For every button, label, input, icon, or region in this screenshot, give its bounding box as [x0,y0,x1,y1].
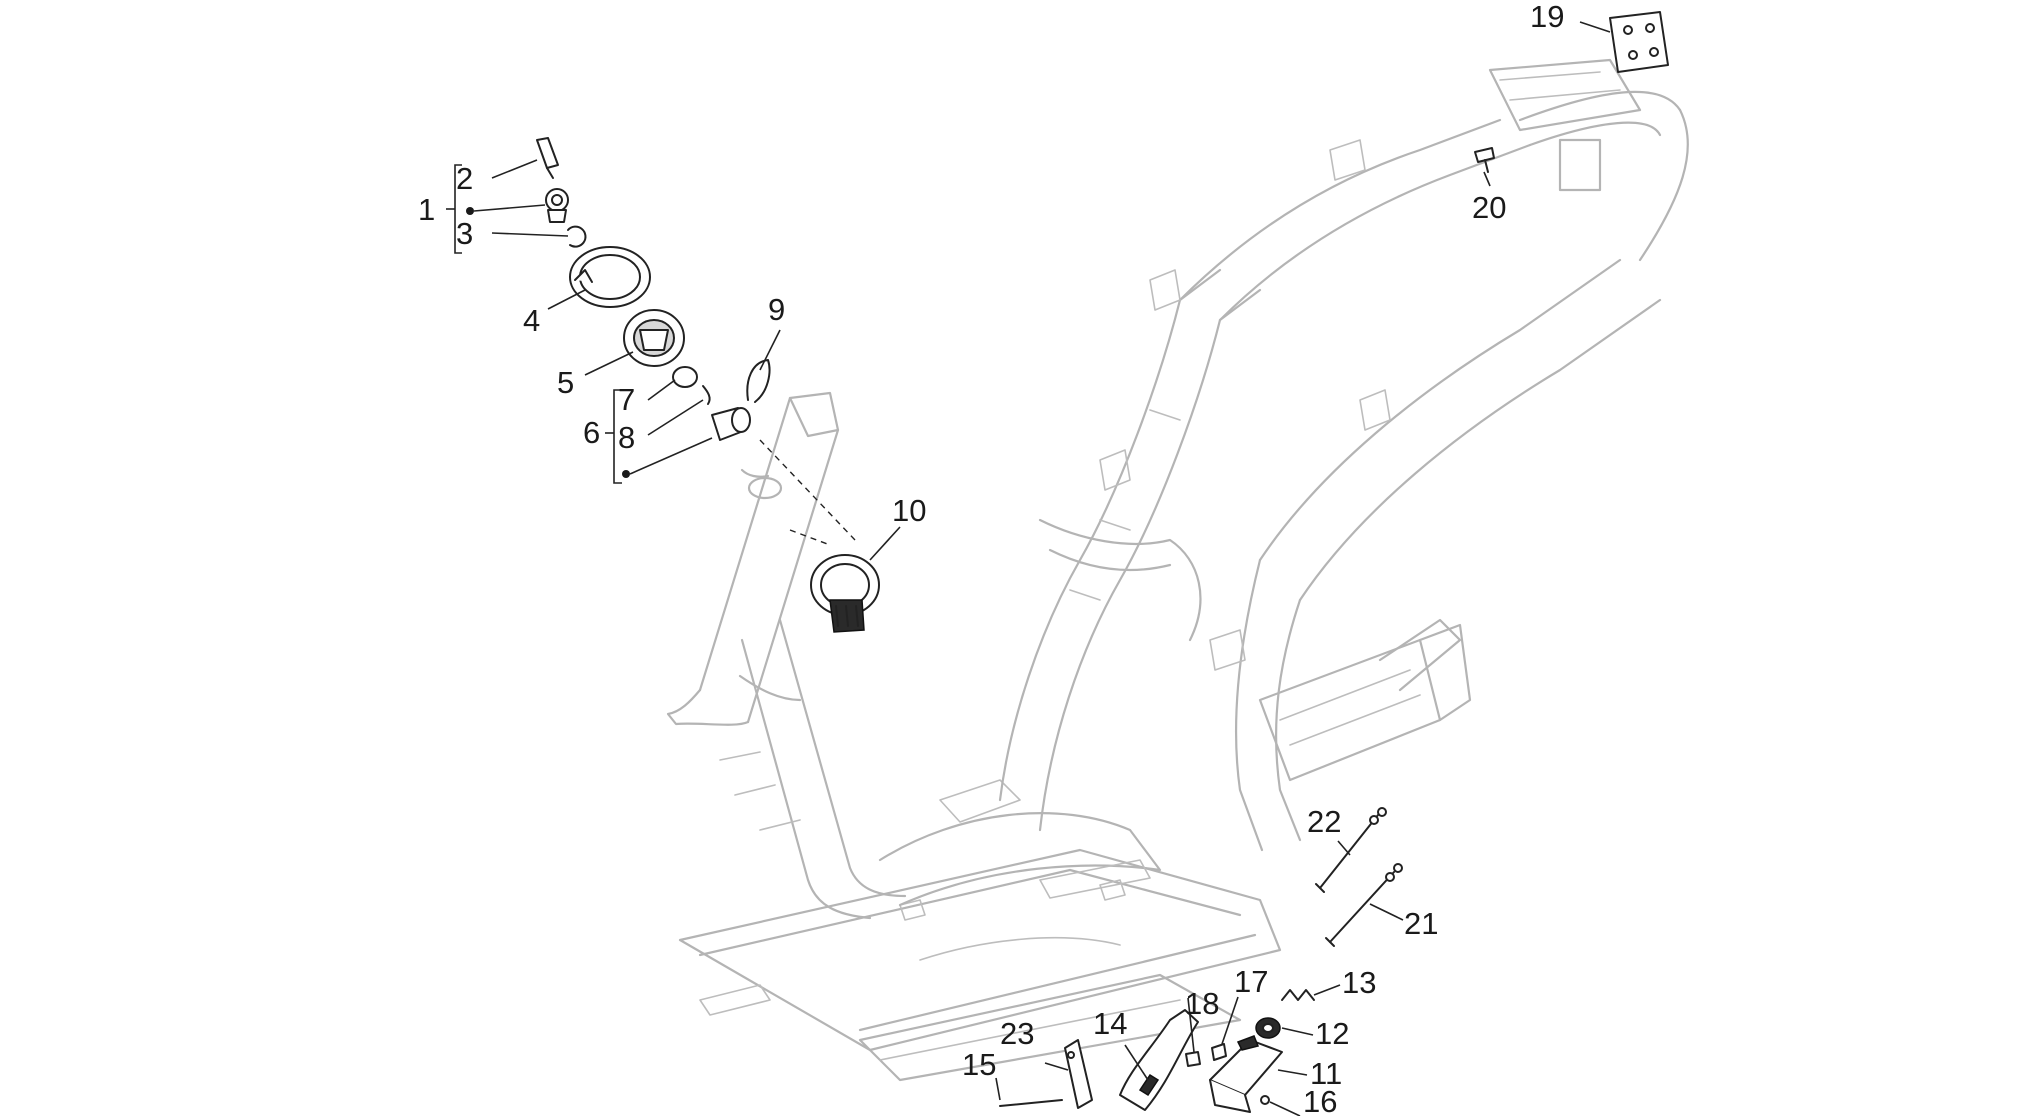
nut-part-16 [1260,1095,1270,1105]
callout-19: 19 [1530,0,1564,34]
callout-labels: 1 2 3 4 5 6 7 8 9 10 11 12 13 14 15 16 1… [418,0,1564,1116]
callout-20: 20 [1472,190,1506,225]
callout-22: 22 [1307,804,1341,839]
callout-10: 10 [892,493,926,528]
lock-cylinder-part [545,188,569,223]
lock-housing-part [623,309,685,367]
clip-part-18 [1185,1051,1201,1067]
spring-part-13 [1281,989,1315,1001]
callout-18: 18 [1185,986,1219,1021]
small-spring-part [702,385,711,405]
callout-6: 6 [583,415,600,450]
callout-14: 14 [1093,1006,1127,1041]
scooter-frame [666,58,1689,1082]
ignition-switch-part [810,554,880,633]
parts [536,11,1669,1113]
wire-clip-part [746,359,771,403]
callout-9: 9 [768,292,785,327]
key-part [536,137,559,179]
long-rod-part-22 [1315,807,1387,893]
bolt-part-20 [1474,147,1495,173]
callout-5: 5 [557,365,574,400]
callout-16: 16 [1303,1084,1337,1116]
cylinder-cap-part [711,407,751,441]
ring-clamp-part [569,246,651,308]
bracket-part-23 [1064,1039,1093,1109]
callout-21: 21 [1404,906,1438,941]
rear-bracket-plate-part [1609,11,1669,73]
bolt-part-15 [999,1099,1063,1107]
callout-23: 23 [1000,1016,1034,1051]
callout-7: 7 [618,382,635,417]
grommet-part-12 [1255,1017,1281,1039]
regulator-box-part-11 [1209,1035,1283,1113]
callout-17: 17 [1234,964,1268,999]
callout-8: 8 [618,420,635,455]
callout-15: 15 [962,1047,996,1082]
assembly-dashed-line [789,529,831,546]
long-rod-part-21 [1325,863,1403,947]
assembly-dashed-line [759,439,856,541]
callout-4: 4 [523,303,540,338]
spring-ring-part [672,366,698,388]
callout-2: 2 [456,161,473,196]
circlip-part [567,225,587,248]
leader-lines [446,21,1611,1116]
fastener-part-17 [1211,1043,1227,1061]
callout-11: 11 [1310,1056,1342,1091]
callout-1: 1 [418,192,435,227]
callout-12: 12 [1315,1016,1349,1051]
callout-13: 13 [1342,965,1376,1000]
callout-3: 3 [456,216,473,251]
shield-bracket-part-14 [1119,1009,1199,1111]
